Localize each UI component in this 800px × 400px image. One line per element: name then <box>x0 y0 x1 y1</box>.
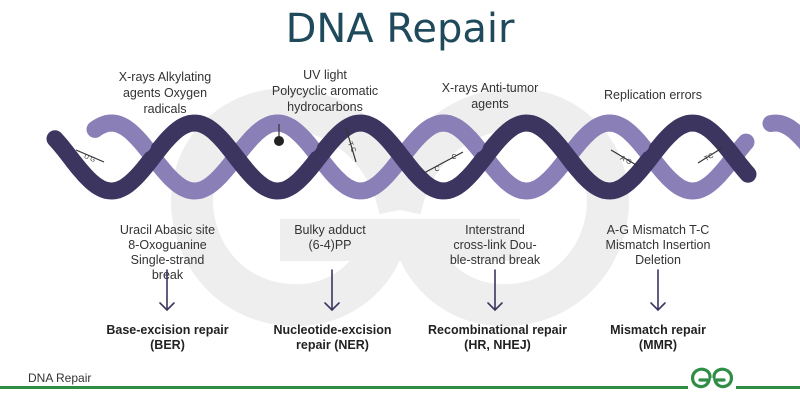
damage-label-ner: Bulky adduct (6-4)PP <box>294 223 366 252</box>
footer-divider <box>0 386 800 389</box>
damage-label-recombination: Interstrand cross-link Dou- ble-strand b… <box>449 223 541 267</box>
repair-pathway-ner: Nucleotide-excision repair (NER) <box>273 323 392 352</box>
mismatch-ag: A G <box>619 155 633 167</box>
bulky-adduct-bases: T C <box>346 141 357 154</box>
geeksforgeeks-logo-icon <box>688 364 736 390</box>
mismatch-ag-rung <box>610 149 639 167</box>
arrow-down-icon <box>487 269 503 312</box>
crosslink-base-c2: C <box>451 154 456 161</box>
repair-pathway-ber: Base-excision repair (BER) <box>106 323 229 352</box>
base-pair-ug-rung <box>75 149 105 163</box>
agent-label-ner: UV light Polycyclic aromatic hydrocarbon… <box>271 68 379 114</box>
repair-pathway-mismatch: Mismatch repair (MMR) <box>610 323 706 352</box>
arrow-down-icon <box>159 269 175 312</box>
mismatch-tc-rung <box>697 147 723 164</box>
arrow-down-icon <box>650 269 666 312</box>
agent-label-recombination: X-rays Anti-tumor agents <box>441 81 539 111</box>
damage-label-ber: Uracil Abasic site 8-Oxoguanine Single-s… <box>119 223 216 282</box>
base-pair-ug: U G <box>83 153 96 164</box>
crosslink-rung <box>423 151 464 174</box>
agent-label-mismatch: Replication errors <box>604 88 702 102</box>
dna-strand-dark <box>46 114 757 200</box>
damage-label-mismatch: A-G Mismatch T-C Mismatch Insertion Dele… <box>605 223 711 267</box>
repair-pathway-recombination: Recombinational repair (HR, NHEJ) <box>428 323 567 352</box>
dna-strand-light-front <box>98 114 800 153</box>
crosslink-base-c1: C <box>434 166 439 173</box>
footer-label: DNA Repair <box>28 371 92 385</box>
arrow-down-icon <box>324 269 340 312</box>
agent-label-ber: X-rays Alkylating agents Oxygen radicals <box>118 70 212 116</box>
bulky-adduct-rung <box>345 127 357 163</box>
page-title: DNA Repair <box>285 6 515 52</box>
mismatch-tc: TC <box>704 152 716 163</box>
bulky-adduct-marker <box>274 136 284 146</box>
